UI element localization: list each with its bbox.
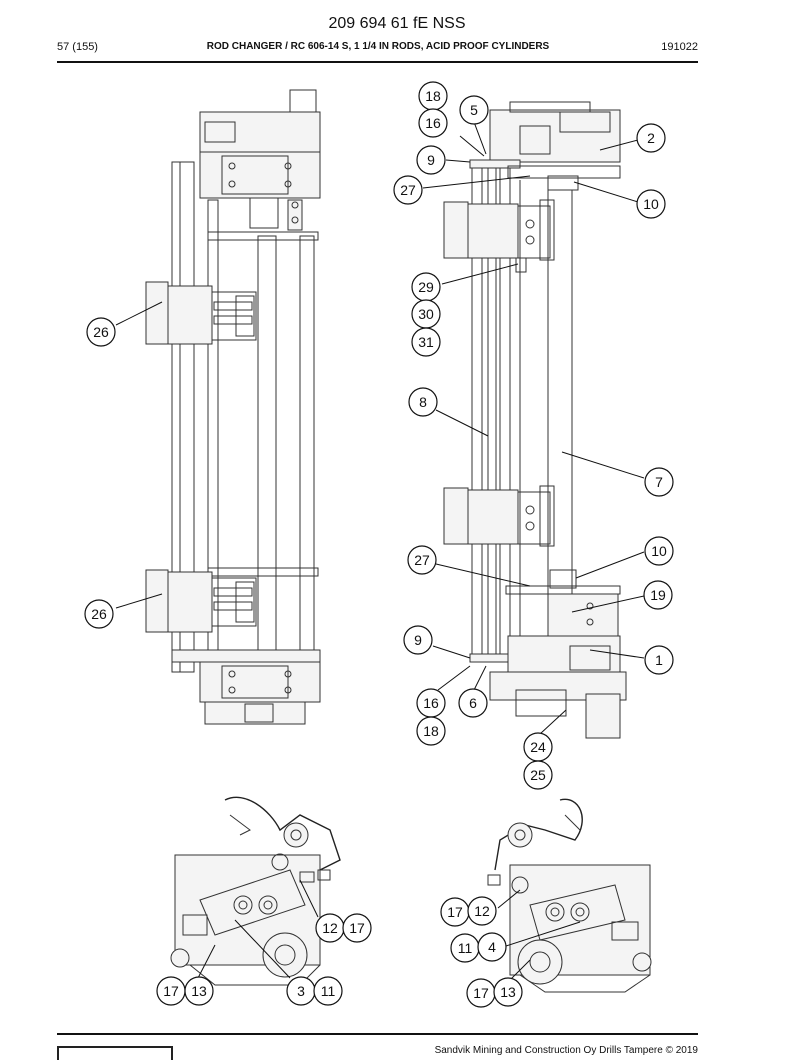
svg-text:26: 26	[93, 324, 109, 340]
svg-text:30: 30	[418, 306, 434, 322]
svg-text:8: 8	[419, 394, 427, 410]
callout-8: 29	[411, 272, 441, 302]
callout-19: 6	[458, 688, 488, 718]
svg-text:9: 9	[414, 632, 422, 648]
svg-text:12: 12	[322, 920, 338, 936]
callout-10: 31	[411, 327, 441, 357]
callout-6: 27	[393, 175, 423, 205]
svg-text:16: 16	[425, 115, 441, 131]
svg-text:13: 13	[191, 983, 207, 999]
callout-34: 4	[477, 932, 507, 962]
callout-26: 17	[342, 913, 372, 943]
page-reference: 57 (155)	[57, 41, 98, 53]
svg-text:11: 11	[321, 983, 336, 999]
svg-text:12: 12	[474, 903, 490, 919]
svg-text:29: 29	[418, 279, 434, 295]
document-number: 209 694 61 fE NSS	[328, 15, 466, 32]
brand-logo	[57, 1046, 173, 1060]
lower-right-isometric-view	[487, 798, 652, 993]
svg-text:2: 2	[647, 130, 655, 146]
callout-31: 17	[440, 897, 470, 927]
callout-30: 11	[313, 976, 343, 1006]
page-title: ROD CHANGER / RC 606-14 S, 1 1/4 IN RODS…	[206, 41, 550, 52]
svg-text:31: 31	[418, 334, 434, 350]
callout-21: 24	[523, 732, 553, 762]
svg-text:3: 3	[297, 983, 305, 999]
callout-12: 7	[644, 467, 674, 497]
callout-7: 10	[636, 189, 666, 219]
callout-4: 9	[416, 145, 446, 175]
callout-23: 26	[86, 317, 116, 347]
svg-text:27: 27	[400, 182, 416, 198]
footer-copyright: Sandvik Mining and Construction Oy Drill…	[434, 1045, 698, 1056]
callout-36: 13	[493, 977, 523, 1007]
callout-33: 11	[450, 933, 480, 963]
svg-text:26: 26	[91, 606, 107, 622]
callout-20: 18	[416, 716, 446, 746]
callout-13: 10	[644, 536, 674, 566]
lower-left-isometric-view	[170, 796, 341, 986]
svg-text:27: 27	[414, 552, 430, 568]
callout-32: 12	[467, 896, 497, 926]
svg-text:17: 17	[473, 985, 489, 1001]
svg-text:18: 18	[423, 723, 439, 739]
right-assembly-view	[443, 101, 627, 739]
callout-22: 25	[523, 760, 553, 790]
callout-2: 5	[459, 95, 489, 125]
callout-28: 13	[184, 976, 214, 1006]
callout-15: 19	[643, 580, 673, 610]
svg-text:10: 10	[651, 543, 667, 559]
callout-14: 27	[407, 545, 437, 575]
svg-text:17: 17	[163, 983, 179, 999]
callout-35: 17	[466, 978, 496, 1008]
svg-text:19: 19	[650, 587, 666, 603]
svg-text:18: 18	[425, 88, 441, 104]
svg-text:6: 6	[469, 695, 477, 711]
callout-5: 2	[636, 123, 666, 153]
left-assembly-view	[145, 89, 321, 725]
svg-text:16: 16	[423, 695, 439, 711]
document-code: 191022	[661, 41, 698, 53]
callout-24: 26	[84, 599, 114, 629]
svg-text:5: 5	[470, 102, 478, 118]
svg-text:17: 17	[349, 920, 365, 936]
callout-9: 30	[411, 299, 441, 329]
callout-11: 8	[408, 387, 438, 417]
svg-text:11: 11	[458, 940, 473, 956]
callout-29: 3	[286, 976, 316, 1006]
callout-18: 16	[416, 688, 446, 718]
callout-25: 12	[315, 913, 345, 943]
callout-3: 16	[418, 108, 448, 138]
svg-text:17: 17	[447, 904, 463, 920]
svg-text:13: 13	[500, 984, 516, 1000]
svg-text:4: 4	[488, 939, 496, 955]
svg-text:24: 24	[530, 739, 546, 755]
svg-text:25: 25	[530, 767, 546, 783]
callout-27: 17	[156, 976, 186, 1006]
header-divider	[57, 61, 698, 63]
callout-17: 1	[644, 645, 674, 675]
callout-16: 9	[403, 625, 433, 655]
callout-1: 18	[418, 81, 448, 111]
svg-text:10: 10	[643, 196, 659, 212]
leader-lines	[115, 121, 645, 981]
svg-text:9: 9	[427, 152, 435, 168]
svg-text:7: 7	[655, 474, 663, 490]
footer-divider	[57, 1033, 698, 1035]
svg-text:1: 1	[655, 652, 663, 668]
